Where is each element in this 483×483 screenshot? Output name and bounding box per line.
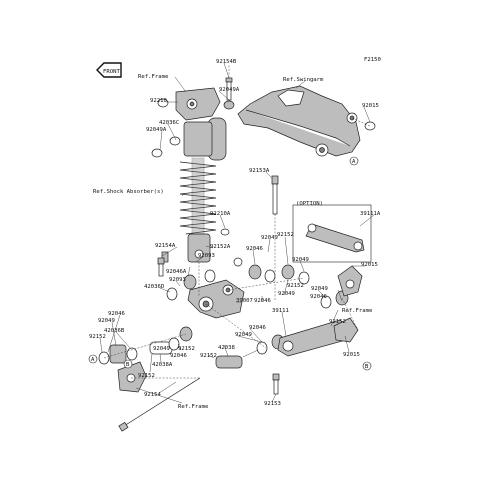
label-92153a: 92153A: [249, 168, 270, 174]
rocker-arm-39007: [187, 279, 245, 319]
label-92049-l: 92049: [98, 318, 115, 324]
label-92046-d: 92046: [170, 353, 187, 359]
part-labels: Ref.Frame 92154B 92210 92049A 42036C 920…: [89, 59, 381, 410]
label-92154b: 92154B: [216, 59, 237, 65]
label-92049a-top: 92049A: [219, 87, 240, 93]
svg-text:A: A: [352, 159, 356, 165]
label-92210a: 92210A: [210, 211, 231, 217]
label-92015-bot: 92015: [343, 352, 360, 358]
label-92049-a: 92049: [261, 235, 278, 241]
label-42038: 42038: [218, 345, 235, 351]
bolt-92153: [272, 373, 280, 395]
label-92093-b: 92093: [169, 277, 186, 283]
label-ref-shock-absorber: Ref.Shock Absorber(s): [93, 189, 164, 195]
label-92049a-left: 92049A: [146, 127, 167, 133]
label-92049-c: 92049: [235, 332, 252, 338]
label-92153: 92153: [264, 401, 281, 407]
label-42036b: 42036B: [104, 328, 125, 334]
label-92154a: 92154A: [155, 243, 176, 249]
svg-text:A: A: [91, 357, 95, 363]
label-92152-r2: 92152: [329, 319, 346, 325]
label-ref-swingarm: Ref.Swingarm: [283, 77, 324, 83]
swingarm: [237, 85, 361, 157]
label-42036d: 42036D: [144, 284, 165, 290]
reference-lines: [103, 64, 371, 379]
label-92015-top: 92015: [362, 103, 379, 109]
callout-b-left: B: [123, 359, 133, 369]
label-42036c: 42036C: [159, 120, 179, 126]
bushings-upper: [161, 251, 310, 301]
svg-text:B: B: [126, 362, 130, 368]
label-92152-a: 92152: [277, 232, 294, 238]
label-92049-b: 92049: [278, 291, 295, 297]
label-39007: 39007: [236, 298, 253, 304]
label-92152-d: 92152: [200, 353, 217, 359]
label-92046-l: 92046: [108, 311, 125, 317]
label-39111: 39111: [272, 308, 289, 314]
shock-absorber: [175, 87, 227, 263]
label-39111a: 39111A: [360, 211, 381, 217]
callout-a-bottom: A: [88, 354, 98, 364]
label-92046-r2: 92046: [310, 294, 327, 300]
label-ref-frame-mid: Ref.Frame: [342, 308, 373, 314]
label-92152-e: 92152: [138, 373, 155, 379]
frame-bracket-bottom: [117, 361, 147, 393]
label-92046a: 92046A: [166, 269, 187, 275]
label-ref-frame-bottom: Ref.Frame: [178, 404, 209, 410]
label-92049-r2: 92049: [311, 286, 328, 292]
bolt-92154: [118, 377, 201, 432]
label-92154: 92154: [144, 392, 161, 398]
label-92152-c: 92152: [178, 346, 195, 352]
label-92015-mid: 92015: [361, 262, 378, 268]
frame-bracket-right: [333, 265, 363, 343]
label-92210: 92210: [150, 98, 167, 104]
leader-lines: [99, 62, 375, 404]
bolt-92154a: [157, 257, 165, 277]
label-92049-r1: 92049: [292, 257, 309, 263]
label-92152a: 92152A: [210, 244, 231, 250]
option-box: (OPTION): [292, 201, 372, 263]
front-label: FRONT: [103, 69, 120, 75]
label-42038a: 42038A: [152, 362, 173, 368]
label-92046-a: 92046: [246, 246, 263, 252]
front-arrow-icon: FRONT: [96, 62, 122, 78]
label-ref-frame-top: Ref.Frame: [138, 74, 169, 80]
label-92049-d: 92049: [153, 346, 170, 352]
label-92093-a: 92093: [198, 253, 215, 259]
top-mount-hardware: [151, 77, 376, 236]
bolt-92153a: [271, 175, 279, 215]
svg-text:B: B: [365, 364, 369, 370]
label-92152-r1: 92152: [287, 283, 304, 289]
callout-b-right: B: [362, 361, 372, 371]
label-92046-c: 92046: [249, 325, 266, 331]
label-92152-l: 92152: [89, 334, 106, 340]
option-label: (OPTION): [296, 201, 323, 207]
diagram-id: F2150: [364, 57, 381, 63]
callout-a-top: A: [349, 156, 359, 166]
label-92046-b: 92046: [254, 298, 271, 304]
